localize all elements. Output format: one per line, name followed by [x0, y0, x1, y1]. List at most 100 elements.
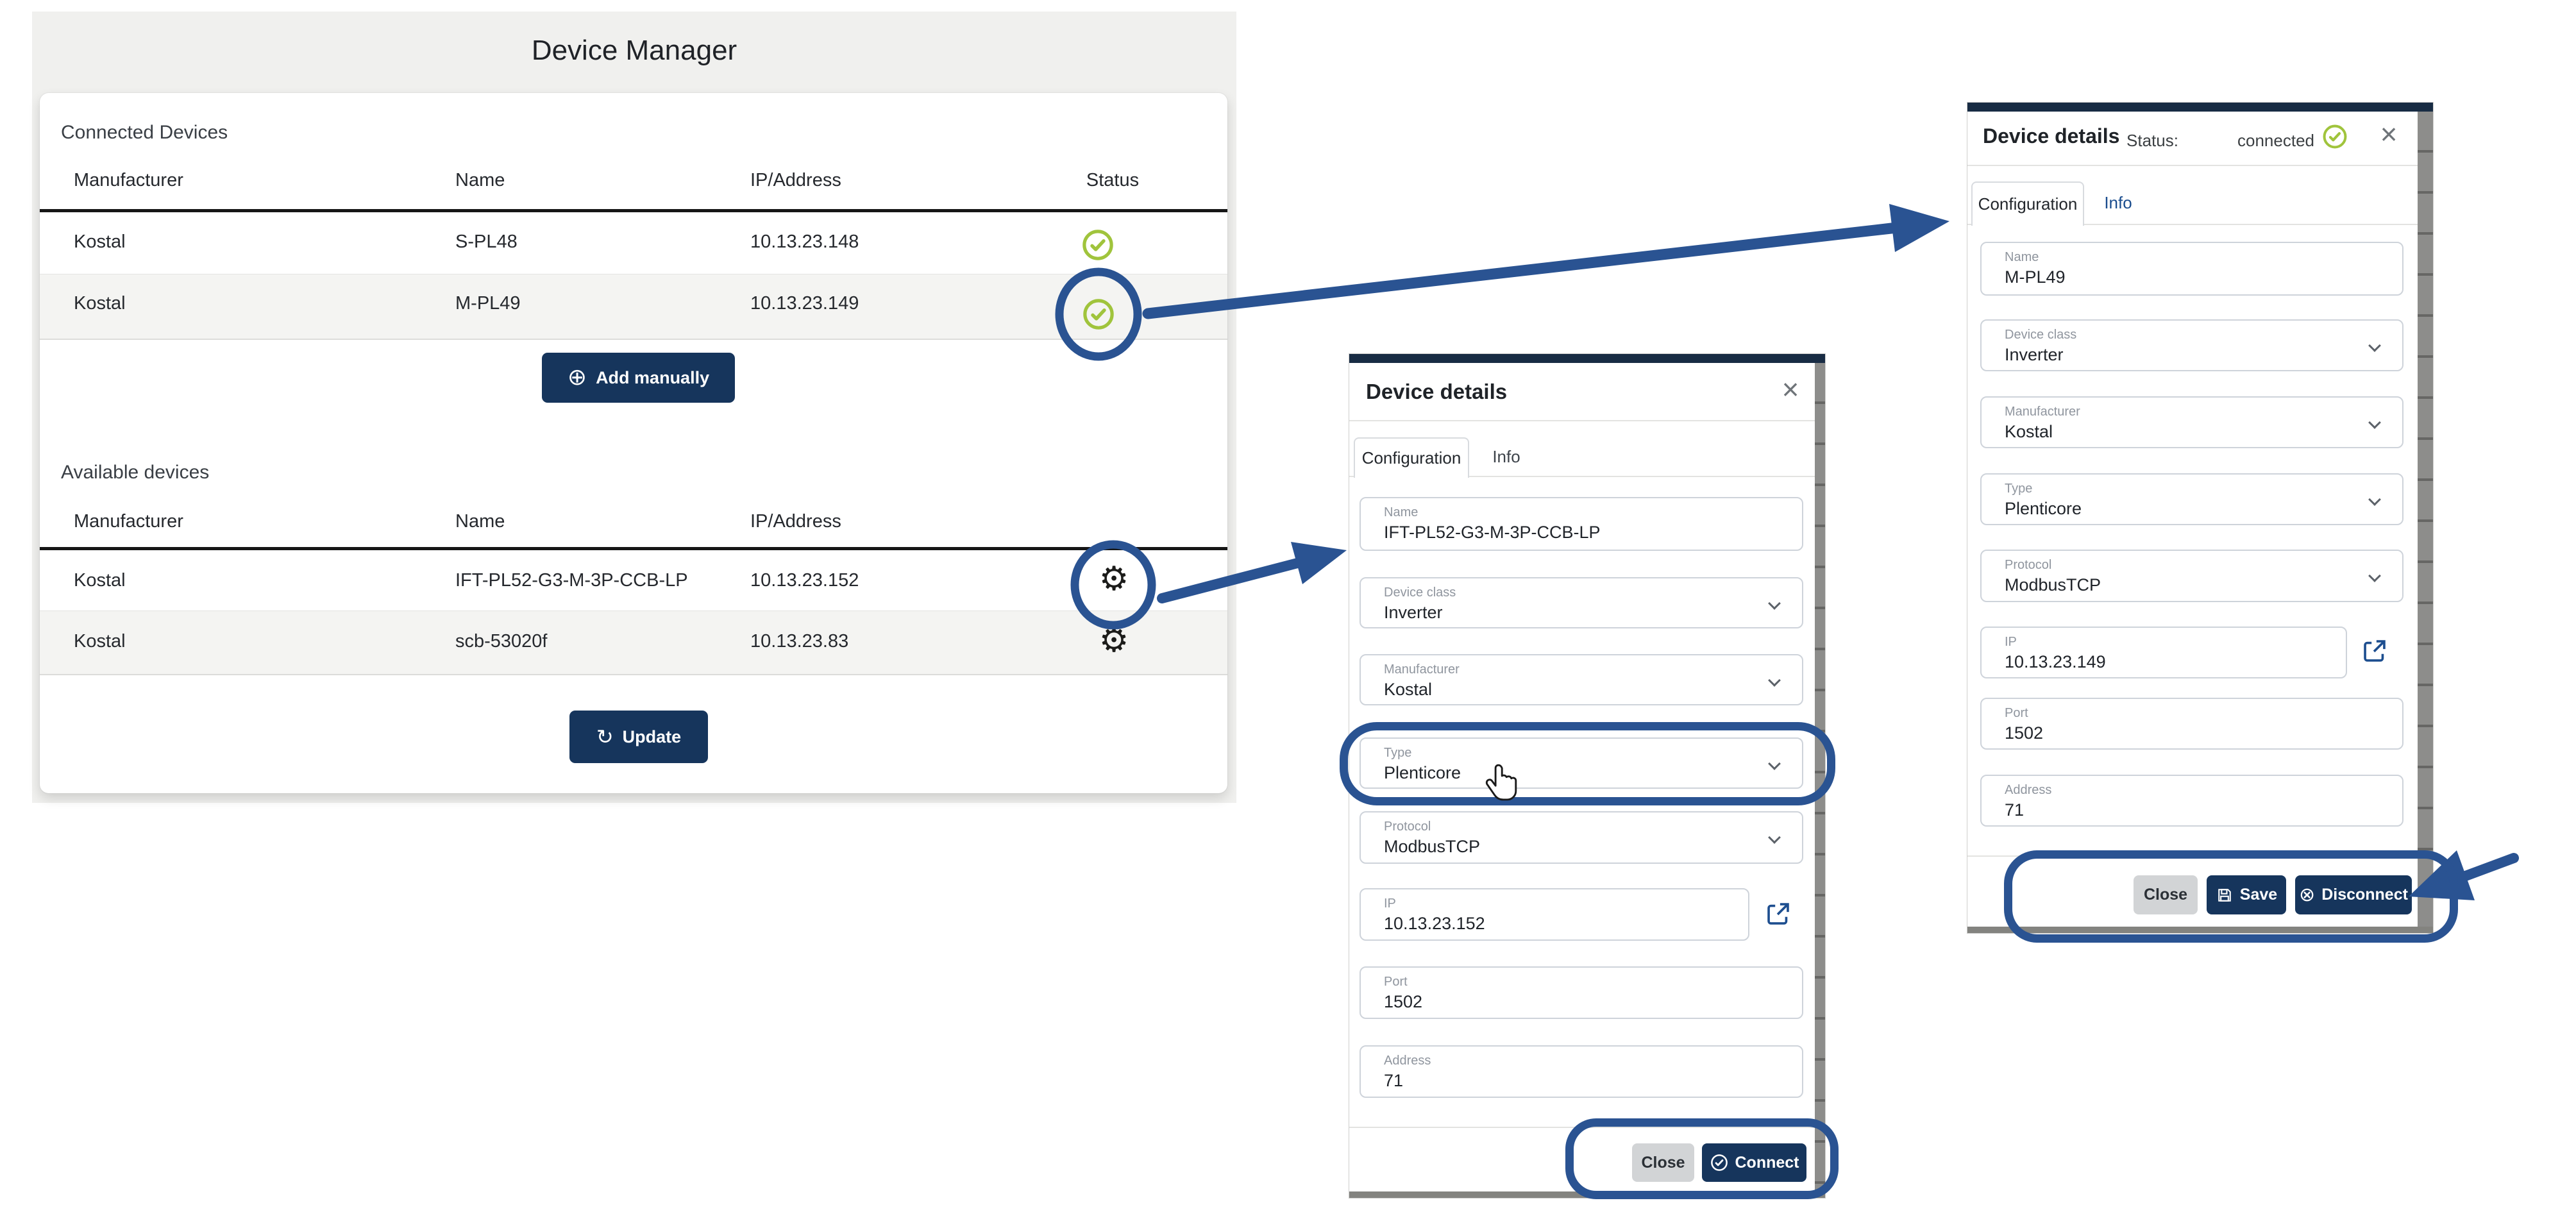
divider [1349, 420, 1815, 421]
field-value: 10.13.23.152 [1384, 914, 1485, 933]
add-manually-button[interactable]: ⊕ Add manually [542, 353, 735, 403]
field-value: 10.13.23.149 [2005, 652, 2106, 671]
page-title: Device Manager [531, 35, 737, 66]
available-row2-manufacturer: Kostal [74, 631, 126, 652]
manufacturer-select[interactable]: Manufacturer Kostal [1980, 396, 2403, 448]
port-field[interactable]: Port 1502 [1980, 698, 2403, 750]
address-field[interactable]: Address 71 [1980, 775, 2403, 827]
table-row [40, 610, 1227, 675]
tab-configuration[interactable]: Configuration [1971, 181, 2084, 226]
field-value: M-PL49 [2005, 267, 2066, 287]
tab-info-label: Info [2104, 192, 2132, 212]
field-label: Name [2005, 250, 2039, 264]
field-label: Device class [1384, 585, 1456, 600]
check-circle-icon [1710, 1153, 1729, 1172]
col-header-name: Name [455, 170, 505, 190]
close-button[interactable]: Close [1632, 1143, 1694, 1182]
annotation-arrowhead [1889, 204, 1949, 252]
field-value: ModbusTCP [1384, 837, 1481, 856]
close-label: Close [1641, 1153, 1685, 1172]
disconnect-button[interactable]: ⊗ Disconnect [2295, 875, 2412, 914]
connect-label: Connect [1735, 1153, 1799, 1172]
tab-configuration[interactable]: Configuration [1354, 437, 1469, 478]
divider [1349, 476, 1815, 477]
available-row1-name: IFT-PL52-G3-M-3P-CCB-LP [455, 570, 688, 591]
chevron-down-icon [2368, 493, 2381, 506]
device-class-select[interactable]: Device class Inverter [1980, 319, 2403, 371]
field-value: 1502 [1384, 992, 1423, 1011]
field-value: Inverter [2005, 345, 2064, 364]
status-connected-icon[interactable] [1081, 297, 1116, 335]
close-icon[interactable]: × [1781, 373, 1799, 406]
chevron-down-icon [1768, 831, 1781, 844]
ip-field[interactable]: IP 10.13.23.149 [1980, 627, 2347, 678]
field-value: Kostal [2005, 422, 2053, 441]
tab-info[interactable]: Info [2089, 181, 2147, 224]
tab-info[interactable]: Info [1477, 437, 1535, 476]
field-label: Type [1384, 746, 1412, 760]
available-row2-name: scb-53020f [455, 631, 548, 652]
plus-circle-icon: ⊕ [567, 364, 587, 391]
port-field[interactable]: Port 1502 [1360, 966, 1803, 1019]
table-row [40, 274, 1227, 340]
x-circle-icon: ⊗ [2299, 883, 2316, 906]
tab-configuration-label: Configuration [1361, 448, 1461, 467]
connected-row2-manufacturer: Kostal [74, 293, 126, 314]
chevron-down-icon [2368, 339, 2381, 352]
connected-devices-label: Connected Devices [61, 122, 228, 143]
chevron-down-icon [2368, 569, 2381, 582]
gear-icon[interactable]: ⚙ [1099, 621, 1129, 660]
update-button[interactable]: ↻ Update [569, 711, 708, 763]
close-button[interactable]: Close [2134, 875, 2198, 914]
status-connected-icon[interactable] [1081, 228, 1115, 265]
field-label: Manufacturer [1384, 662, 1460, 677]
field-label: Address [2005, 783, 2052, 797]
scrollbar[interactable] [2418, 112, 2433, 927]
field-value: 71 [2005, 800, 2025, 820]
type-select[interactable]: Type Plenticore [1360, 737, 1803, 789]
status-connected-icon [2321, 123, 2348, 153]
name-field[interactable]: Name M-PL49 [1980, 242, 2403, 296]
chevron-down-icon [1768, 757, 1781, 770]
save-button[interactable]: Save [2207, 875, 2286, 914]
field-label: Port [1384, 975, 1408, 989]
save-label: Save [2239, 886, 2278, 904]
field-value: ModbusTCP [2005, 575, 2101, 594]
connected-row1-manufacturer: Kostal [74, 231, 126, 252]
external-link-icon[interactable] [1764, 899, 1793, 932]
external-link-icon[interactable] [2360, 636, 2389, 669]
dialog-title: Device details [1366, 380, 1508, 403]
close-icon[interactable]: × [2380, 117, 2398, 151]
field-value: 1502 [2005, 723, 2044, 743]
gear-icon[interactable]: ⚙ [1099, 560, 1129, 598]
field-label: IP [1384, 896, 1396, 911]
connected-row1-ip: 10.13.23.148 [750, 231, 859, 252]
available-devices-label: Available devices [61, 462, 210, 483]
type-select[interactable]: Type Plenticore [1980, 473, 2403, 525]
table-header-divider [40, 209, 1227, 212]
refresh-icon: ↻ [596, 725, 614, 749]
protocol-select[interactable]: Protocol ModbusTCP [1980, 550, 2403, 602]
col-header-name: Name [455, 511, 505, 532]
scrollbar[interactable] [1815, 363, 1825, 1191]
manufacturer-select[interactable]: Manufacturer Kostal [1360, 654, 1803, 705]
protocol-select[interactable]: Protocol ModbusTCP [1360, 811, 1803, 864]
connected-row2-name: M-PL49 [455, 293, 521, 314]
field-value: Kostal [1384, 680, 1433, 699]
field-value: IFT-PL52-G3-M-3P-CCB-LP [1384, 523, 1601, 542]
device-manager-card: Connected Devices Manufacturer Name IP/A… [40, 93, 1227, 793]
field-label: Type [2005, 482, 2033, 496]
col-header-status: Status [1086, 170, 1140, 190]
name-field[interactable]: Name IFT-PL52-G3-M-3P-CCB-LP [1360, 497, 1803, 551]
field-label: Name [1384, 505, 1418, 519]
divider [1967, 224, 2418, 225]
device-class-select[interactable]: Device class Inverter [1360, 577, 1803, 628]
status-value: connected [2237, 131, 2314, 150]
device-details-dialog-connected: Device details Status: connected × Confi… [1967, 103, 2433, 933]
connect-button[interactable]: Connect [1702, 1143, 1806, 1182]
address-field[interactable]: Address 71 [1360, 1045, 1803, 1098]
annotation-arrow-line [1142, 222, 1903, 319]
ip-field[interactable]: IP 10.13.23.152 [1360, 888, 1749, 941]
disconnect-label: Disconnect [2321, 886, 2408, 904]
